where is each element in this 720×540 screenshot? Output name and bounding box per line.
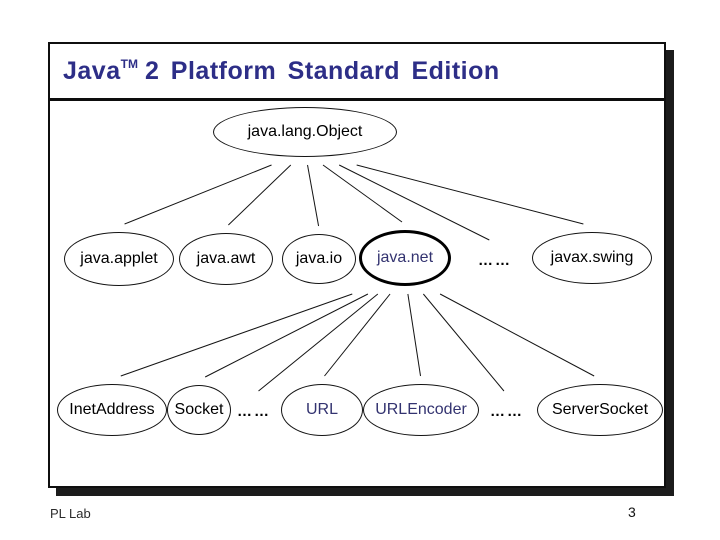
- page-number: 3: [628, 504, 636, 520]
- tree-node-inet: InetAddress: [57, 384, 167, 436]
- slide-title: JavaTM 2 Platform Standard Edition: [50, 57, 500, 86]
- tree-node-net: java.net: [359, 230, 451, 286]
- tree-node-urlencoder: URLEncoder: [363, 384, 479, 436]
- tree-edge-object-dots-l2: [338, 164, 490, 241]
- tree-edge-object-net: [322, 164, 403, 223]
- tree-edge-net-dots-l3a: [258, 293, 379, 392]
- tree-node-awt: java.awt: [179, 233, 273, 285]
- tree-node-swing: javax.swing: [532, 232, 652, 284]
- tree-node-dots-l2: ……: [478, 251, 512, 269]
- title-trademark-superscript: TM: [120, 57, 138, 72]
- tree-edge-net-urlencoder: [407, 293, 422, 377]
- tree-edge-net-server: [439, 293, 595, 377]
- tree-edge-net-inet: [120, 293, 353, 377]
- tree-node-socket: Socket: [167, 385, 231, 435]
- tree-node-dots-l3b: ……: [490, 402, 524, 420]
- slide-header: JavaTM 2 Platform Standard Edition: [50, 44, 664, 101]
- tree-edge-object-awt: [228, 164, 292, 226]
- tree-edge-net-socket: [204, 293, 369, 378]
- tree-edge-object-swing: [356, 164, 584, 225]
- tree-edge-net-dots-l3b: [422, 293, 505, 392]
- tree-edge-object-io: [307, 164, 320, 227]
- footer-label: PL Lab: [50, 506, 91, 521]
- tree-node-io: java.io: [282, 234, 356, 284]
- tree-edge-net-url: [324, 293, 391, 377]
- tree-node-dots-l3a: ……: [237, 402, 271, 420]
- tree-node-object: java.lang.Object: [213, 107, 397, 157]
- tree-edges: [120, 164, 595, 392]
- title-product: Java: [63, 56, 121, 85]
- tree-node-applet: java.applet: [64, 232, 174, 286]
- title-rest: 2 Platform Standard Edition: [144, 56, 500, 85]
- tree-edge-object-applet: [124, 164, 272, 225]
- tree-node-server: ServerSocket: [537, 384, 663, 436]
- tree-node-url: URL: [281, 384, 363, 436]
